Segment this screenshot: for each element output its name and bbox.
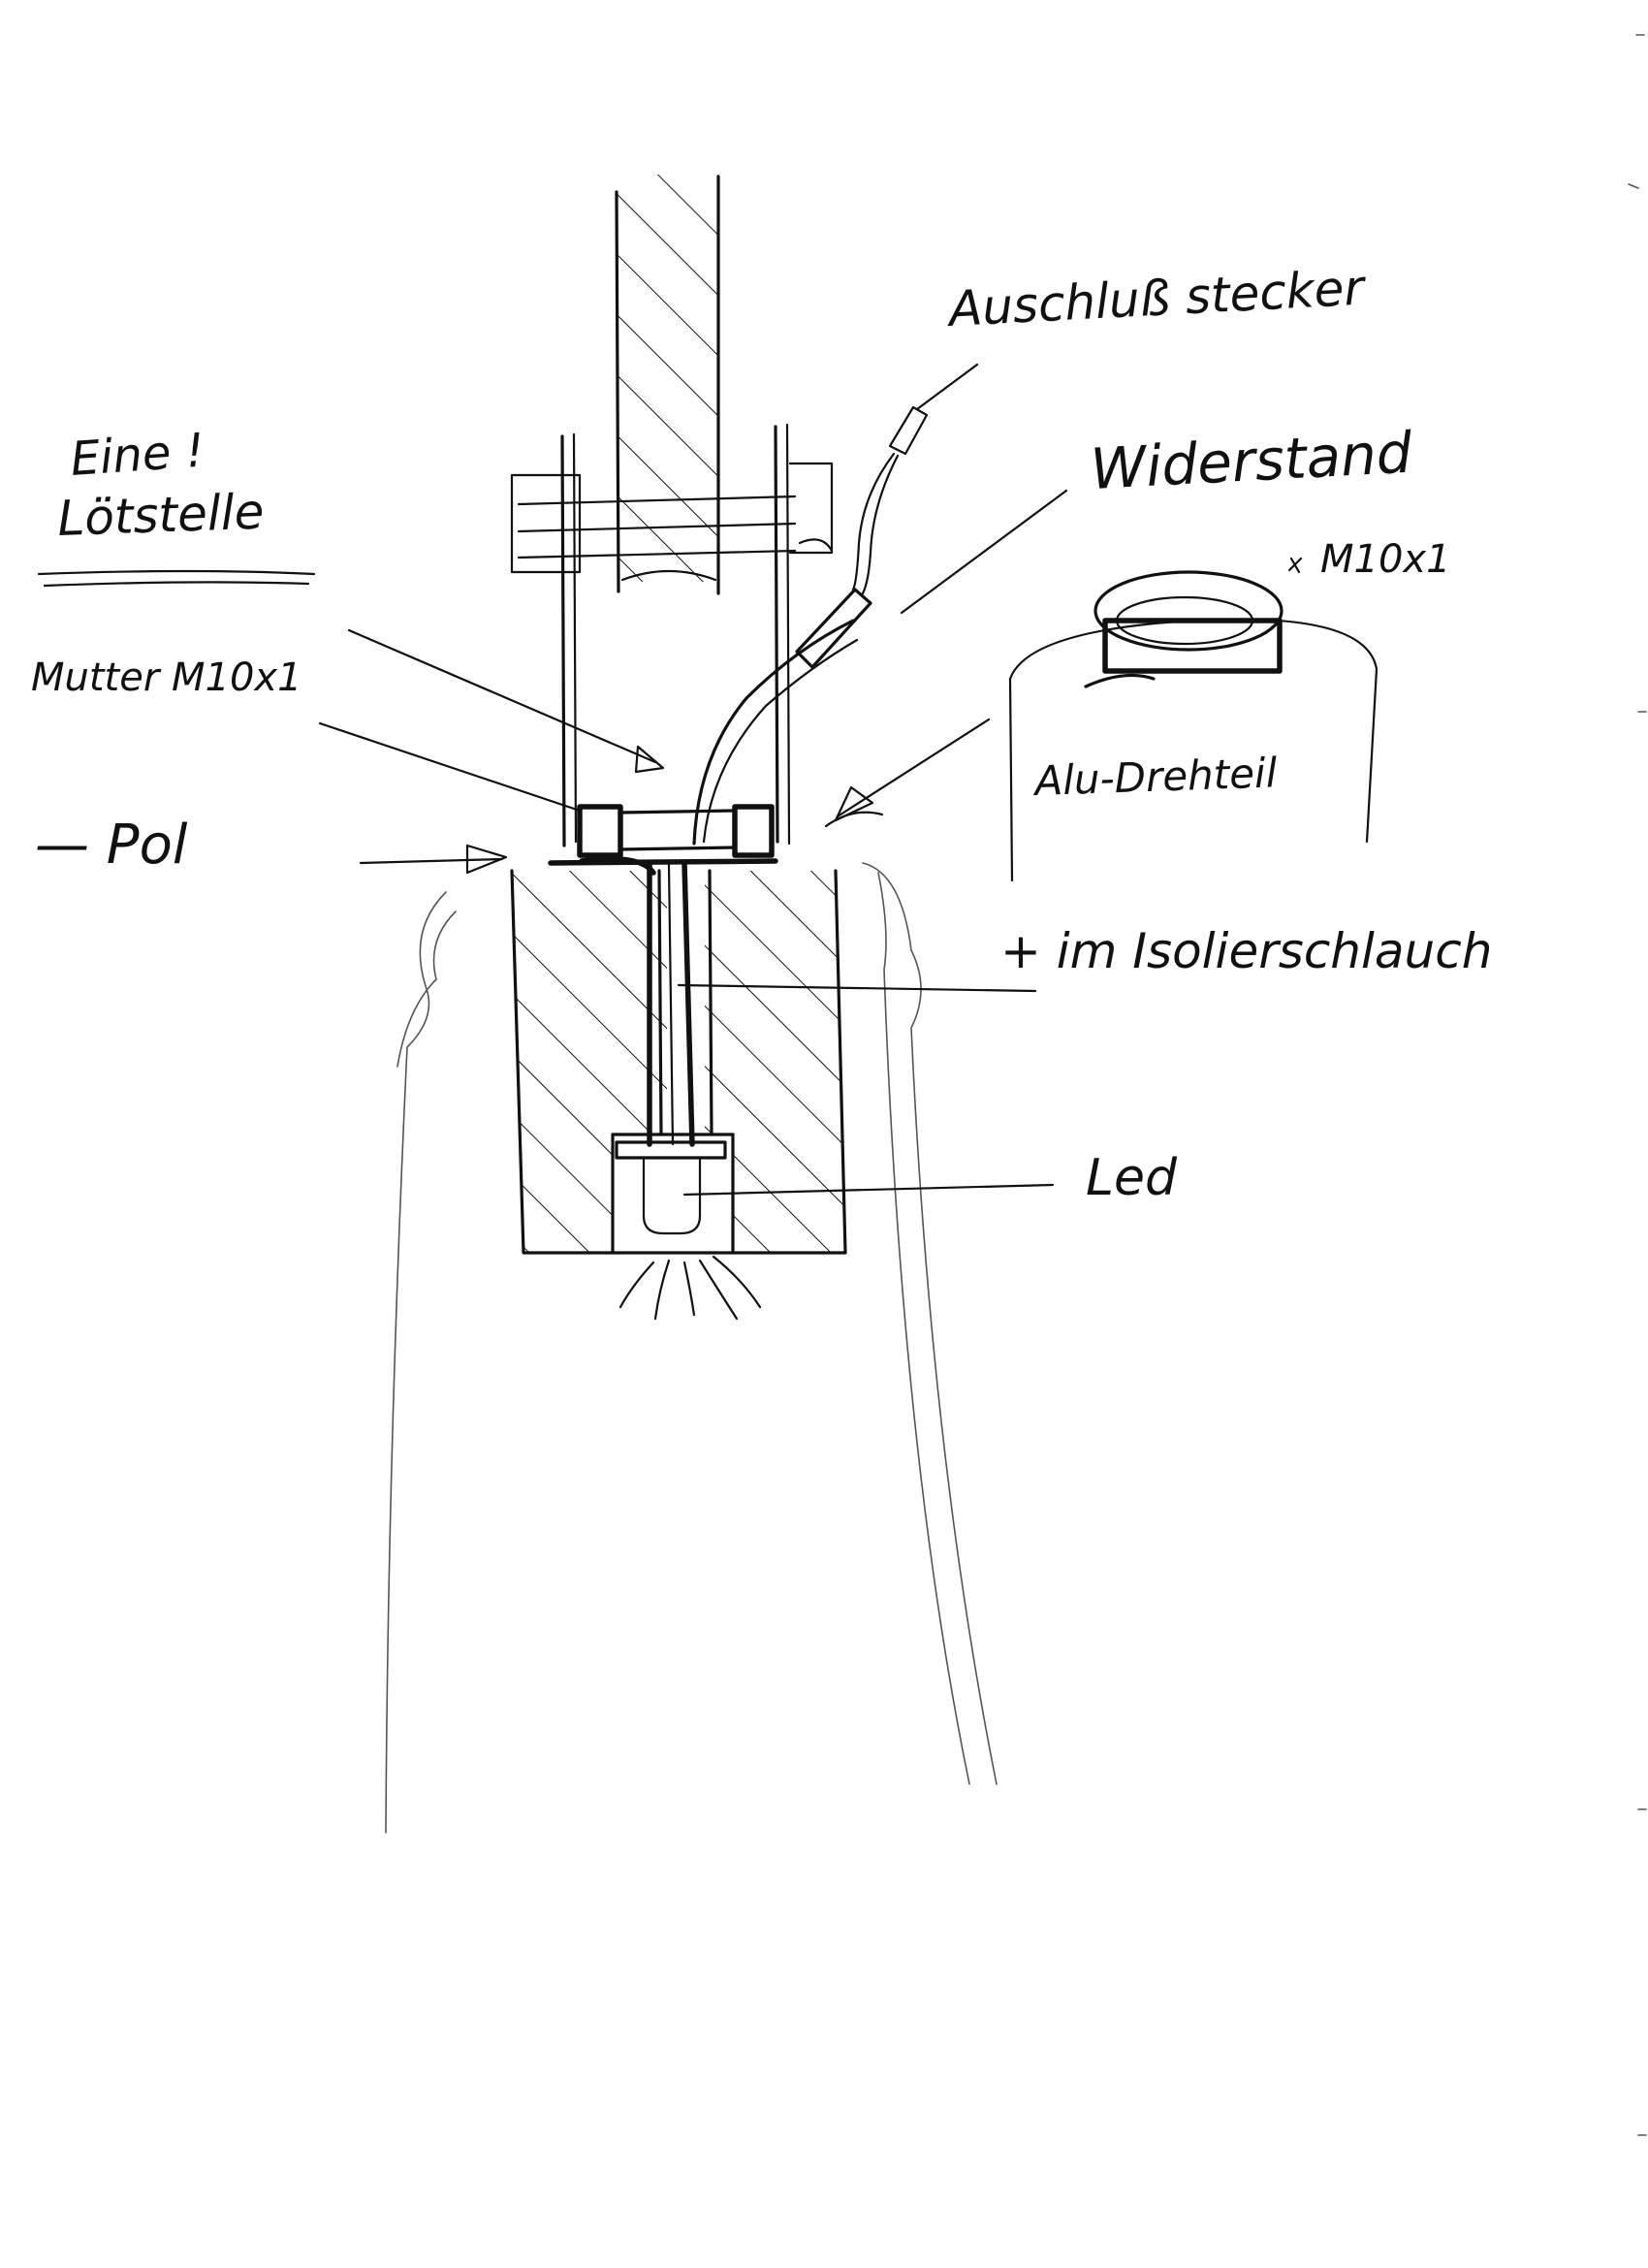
label-eine: Eine !	[69, 423, 206, 486]
arrow-widerstand	[900, 489, 1068, 615]
label-anschlussstecker: Auschluß stecker	[945, 259, 1369, 337]
arrow-alu	[836, 718, 991, 818]
alu-part-detail	[1008, 557, 1379, 882]
nut-m10x1	[548, 804, 778, 866]
arrow-mutter	[318, 721, 582, 813]
arrow-led	[682, 1183, 1055, 1197]
arrow-pol	[359, 857, 504, 865]
lamp-shade	[385, 862, 998, 1834]
label-pol: — Pol	[35, 814, 188, 877]
label-isolierschlauch: + im Isolierschlauch	[1000, 923, 1492, 979]
label-loetstelle: Lötstelle	[56, 484, 265, 547]
upper-tube	[615, 175, 720, 595]
scan-marks	[1628, 34, 1647, 2136]
note-underline	[37, 569, 316, 588]
alu-block	[510, 869, 847, 1255]
led	[615, 1140, 762, 1321]
label-widerstand: Widerstand	[1089, 420, 1414, 502]
outer-sleeve	[510, 423, 834, 847]
leader-lines	[318, 489, 1068, 1197]
label-mutter: Mutter M10x1	[31, 655, 302, 700]
arrow-eine-loetstelle	[347, 628, 657, 764]
resistor	[795, 588, 872, 669]
label-m10x1-detail: M10x1	[1320, 537, 1451, 582]
arrow-isolier	[677, 983, 1037, 993]
label-alu-drehteil: Alu-Drehteil	[1031, 749, 1279, 805]
wire-plus	[579, 619, 859, 1147]
label-led: Led	[1086, 1149, 1178, 1207]
connector-plug	[851, 363, 979, 595]
